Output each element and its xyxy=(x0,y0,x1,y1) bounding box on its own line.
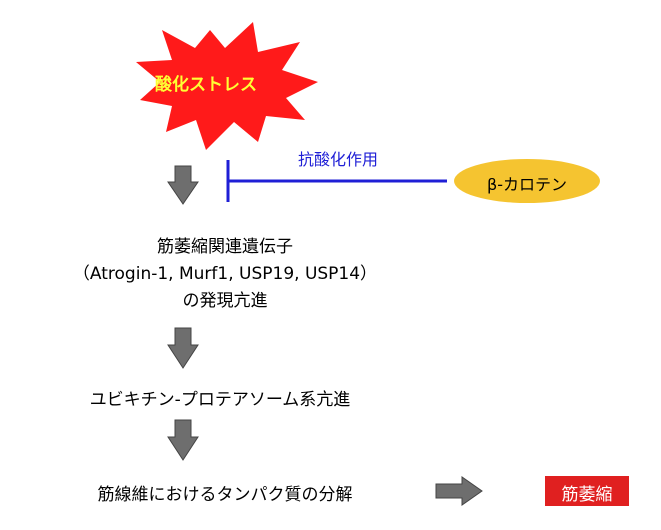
down-arrow-2 xyxy=(167,327,199,369)
down-arrow-3 xyxy=(167,419,199,461)
gene-expression-label: の発現亢進 xyxy=(182,291,268,311)
muscle-atrophy-label: 筋萎縮 xyxy=(561,485,613,505)
down-arrow-1 xyxy=(167,165,199,205)
beta-carotene-label: β-カロテン xyxy=(487,175,567,194)
starburst-shape xyxy=(136,22,318,150)
carotene-ellipse xyxy=(454,159,600,203)
antioxidant-action-label: 抗酸化作用 xyxy=(297,150,378,169)
ubiquitin-proteasome-label: ユビキチン-プロテアソーム系亢進 xyxy=(89,390,351,410)
right-arrow xyxy=(435,476,483,506)
oxidative-stress-label: 酸化ストレス xyxy=(155,75,257,95)
muscle-atrophy-box xyxy=(545,476,629,506)
atrophy-genes-title: 筋萎縮関連遺伝子 xyxy=(157,237,293,257)
atrophy-genes-list: （Atrogin-1, Murf1, USP19, USP14） xyxy=(72,264,378,284)
protein-degradation-label: 筋線維におけるタンパク質の分解 xyxy=(97,485,353,505)
